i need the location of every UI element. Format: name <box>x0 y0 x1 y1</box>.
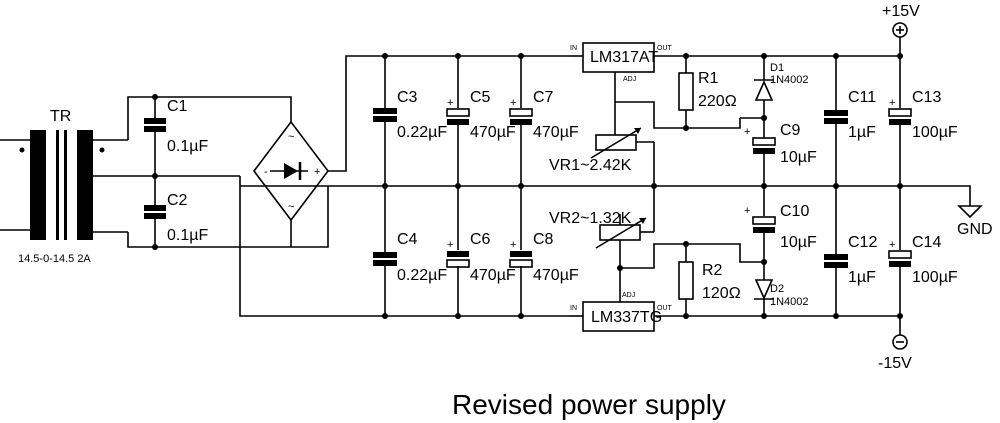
c10-ref: C10 <box>780 203 809 220</box>
r1-ref: R1 <box>698 70 719 87</box>
ground-symbol <box>957 205 983 219</box>
c5-ref: C5 <box>470 89 491 106</box>
d1-ref: D1 <box>770 62 784 74</box>
bridge-plus: + <box>314 166 320 178</box>
lm317-label: LM317AT <box>590 49 658 66</box>
vr1-network <box>590 56 767 186</box>
c1-value: 0.1µF <box>167 138 208 155</box>
negative-terminal <box>892 334 908 350</box>
c8-plus: + <box>510 239 516 251</box>
lm317-in: IN <box>570 45 577 52</box>
vr2-label: VR2~1.32K <box>549 210 632 227</box>
d1-part: 1N4002 <box>770 74 809 86</box>
transformer-rating: 14.5-0-14.5 2A <box>18 253 91 265</box>
c6-value: 470µF <box>470 267 516 284</box>
c3-value: 0.22µF <box>397 124 447 141</box>
c6-plus: + <box>447 239 453 251</box>
c13-value: 100µF <box>912 124 958 141</box>
output-caps-negative <box>824 186 912 316</box>
bridge-ac-bottom: ~ <box>288 201 294 213</box>
c5-value: 470µF <box>470 124 516 141</box>
c1-ref: C1 <box>167 98 188 115</box>
c8-ref: C8 <box>533 231 554 248</box>
input-filter-caps <box>373 56 533 316</box>
regulator-lm317 <box>569 42 655 102</box>
c11-value: 1µF <box>848 124 876 141</box>
c2-value: 0.1µF <box>167 227 208 244</box>
c7-ref: C7 <box>533 89 554 106</box>
lm317-adj: ADJ <box>623 76 636 83</box>
transformer-label: TR <box>50 108 71 125</box>
r2-value: 120Ω <box>702 285 741 302</box>
c14-plus: + <box>889 239 895 251</box>
lm337-label: LM337TG <box>591 309 662 326</box>
lm317-out: OUT <box>657 45 673 52</box>
d2-c10-column <box>752 186 776 316</box>
output-caps-positive <box>824 56 912 186</box>
r1-value: 220Ω <box>698 93 737 110</box>
diagram-title: Revised power supply <box>452 389 726 420</box>
r2-ref: R2 <box>702 262 723 279</box>
c9-plus: + <box>744 126 750 138</box>
bridge-ac-top: ~ <box>288 131 294 143</box>
c4-value: 0.22µF <box>397 267 447 284</box>
d2-part: 1N4002 <box>770 296 809 308</box>
c4-ref: C4 <box>397 231 418 248</box>
bridge-minus: - <box>264 166 268 178</box>
c5-plus: + <box>447 97 453 109</box>
c9-ref: C9 <box>780 122 801 139</box>
bridge-rectifier <box>252 55 569 247</box>
c3-ref: C3 <box>397 89 418 106</box>
transformer <box>0 130 128 240</box>
c10-plus: + <box>744 205 750 217</box>
c6-ref: C6 <box>470 231 491 248</box>
lm337-out: OUT <box>657 305 673 312</box>
positive-terminal <box>892 22 908 38</box>
c14-value: 100µF <box>912 269 958 286</box>
vr2-network <box>595 186 767 316</box>
lm337-in: IN <box>570 305 577 312</box>
rails <box>240 37 971 335</box>
lm337-adj: ADJ <box>622 292 635 299</box>
vr1-label: VR1~2.42K <box>549 157 632 174</box>
c13-ref: C13 <box>912 89 941 106</box>
c11-ref: C11 <box>848 89 876 106</box>
c14-ref: C14 <box>912 234 941 251</box>
c7-value: 470µF <box>533 124 579 141</box>
c7-plus: + <box>510 97 516 109</box>
d1-c9-column <box>752 56 776 186</box>
c8-value: 470µF <box>533 267 579 284</box>
regulator-lm337 <box>569 268 655 332</box>
c2-ref: C2 <box>167 192 188 209</box>
c13-plus: + <box>889 97 895 109</box>
negative-rail-label: -15V <box>878 355 912 372</box>
positive-rail-label: +15V <box>882 3 920 20</box>
c12-ref: C12 <box>848 234 877 251</box>
c12-value: 1µF <box>848 269 876 286</box>
c9-value: 10µF <box>780 149 817 166</box>
c10-value: 10µF <box>780 234 817 251</box>
ground-label: GND <box>957 221 993 238</box>
d2-ref: D2 <box>770 283 784 295</box>
